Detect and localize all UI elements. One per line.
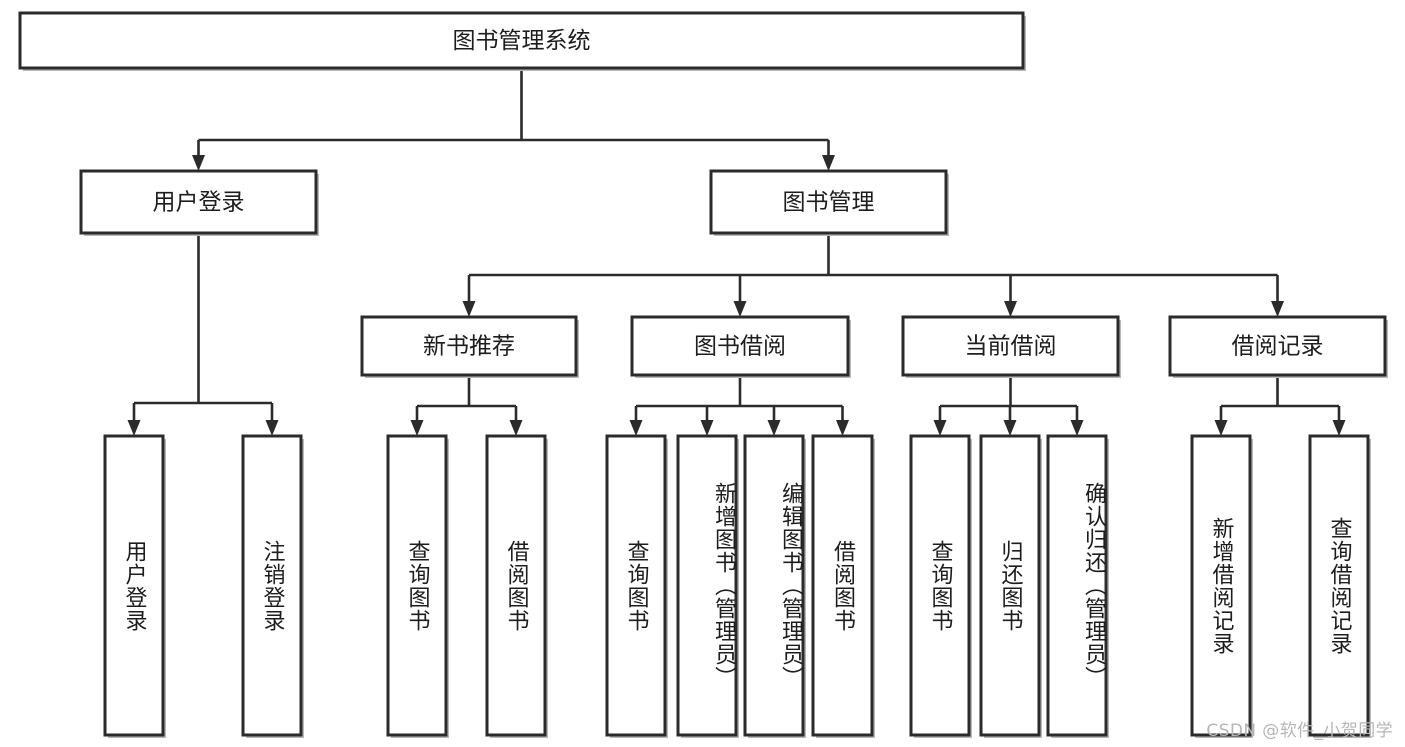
node-box[interactable] [1190, 434, 1252, 737]
node-leaf-borrow-book-1[interactable] [485, 434, 548, 738]
node-user-login[interactable]: 用户登录 [79, 169, 319, 236]
arrow-head-icon [1214, 420, 1228, 436]
node-root[interactable]: 图书管理系统 [18, 11, 1026, 71]
node-box[interactable] [1308, 434, 1370, 737]
arrow-head-icon [1332, 420, 1346, 436]
arrow-head-icon [265, 420, 279, 436]
node-label: 图书管理系统 [453, 28, 591, 54]
arrow-head-icon [127, 420, 141, 436]
arrow-head-icon [1003, 420, 1017, 436]
node-leaf-add-book[interactable] [676, 434, 739, 738]
node-box[interactable] [386, 434, 448, 737]
node-book-manage[interactable]: 图书管理 [709, 169, 949, 236]
node-box[interactable] [811, 434, 874, 737]
node-box[interactable] [743, 434, 805, 737]
node-current-borrow[interactable]: 当前借阅 [901, 315, 1121, 378]
arrow-head-icon [700, 420, 714, 436]
arrow-head-icon [1271, 301, 1284, 317]
node-leaf-query-book-2[interactable] [605, 434, 668, 738]
arrow-head-icon [629, 420, 643, 436]
node-leaf-logout[interactable] [241, 434, 304, 738]
node-box[interactable] [605, 434, 667, 737]
node-label: 用户登录 [153, 190, 245, 216]
arrow-head-icon [767, 420, 781, 436]
node-leaf-query-book-3[interactable] [909, 434, 972, 738]
node-label: 新书推荐 [423, 334, 515, 360]
node-box[interactable] [360, 315, 578, 377]
node-box[interactable] [909, 434, 971, 737]
arrow-head-icon [836, 420, 849, 436]
node-leaf-confirm-return[interactable] [1046, 434, 1109, 738]
node-leaf-user-login[interactable] [103, 434, 166, 738]
node-box[interactable] [241, 434, 303, 737]
arrow-head-icon [822, 155, 835, 171]
node-label: 当前借阅 [965, 334, 1057, 360]
node-leaf-borrow-book-2[interactable] [811, 434, 875, 738]
node-label: 借阅记录 [1232, 334, 1324, 360]
node-leaf-query-book-1[interactable] [386, 434, 449, 738]
node-box[interactable] [979, 434, 1041, 737]
node-book-borrow[interactable]: 图书借阅 [630, 315, 851, 378]
node-box[interactable] [901, 315, 1120, 377]
node-box[interactable] [630, 315, 850, 377]
node-leaf-edit-book[interactable] [743, 434, 806, 738]
node-box[interactable] [676, 434, 738, 737]
node-leaf-add-record[interactable] [1190, 434, 1253, 738]
node-box[interactable] [709, 169, 948, 235]
arrow-head-icon [1070, 420, 1084, 436]
node-box[interactable] [1046, 434, 1108, 737]
node-box[interactable] [103, 434, 165, 737]
node-leaf-query-record[interactable] [1308, 434, 1371, 738]
arrow-head-icon [462, 301, 476, 317]
node-box[interactable] [485, 434, 547, 737]
arrow-head-icon [509, 420, 523, 436]
node-box[interactable] [18, 11, 1025, 70]
arrow-head-icon [933, 420, 947, 436]
node-new-book-rec[interactable]: 新书推荐 [360, 315, 579, 378]
node-borrow-record[interactable]: 借阅记录 [1168, 315, 1388, 378]
node-box[interactable] [79, 169, 318, 235]
node-box[interactable] [1168, 315, 1387, 377]
arrow-head-icon [1004, 301, 1017, 317]
arrow-head-icon [192, 155, 205, 171]
arrow-head-icon [410, 420, 424, 436]
connector-layer [127, 68, 1346, 436]
arrow-head-icon [733, 301, 747, 317]
node-label: 图书借阅 [694, 334, 786, 360]
node-label: 图书管理 [783, 190, 875, 216]
node-leaf-return-book[interactable] [979, 434, 1042, 738]
watermark: CSDN @软件_小贺同学 [1206, 721, 1393, 741]
